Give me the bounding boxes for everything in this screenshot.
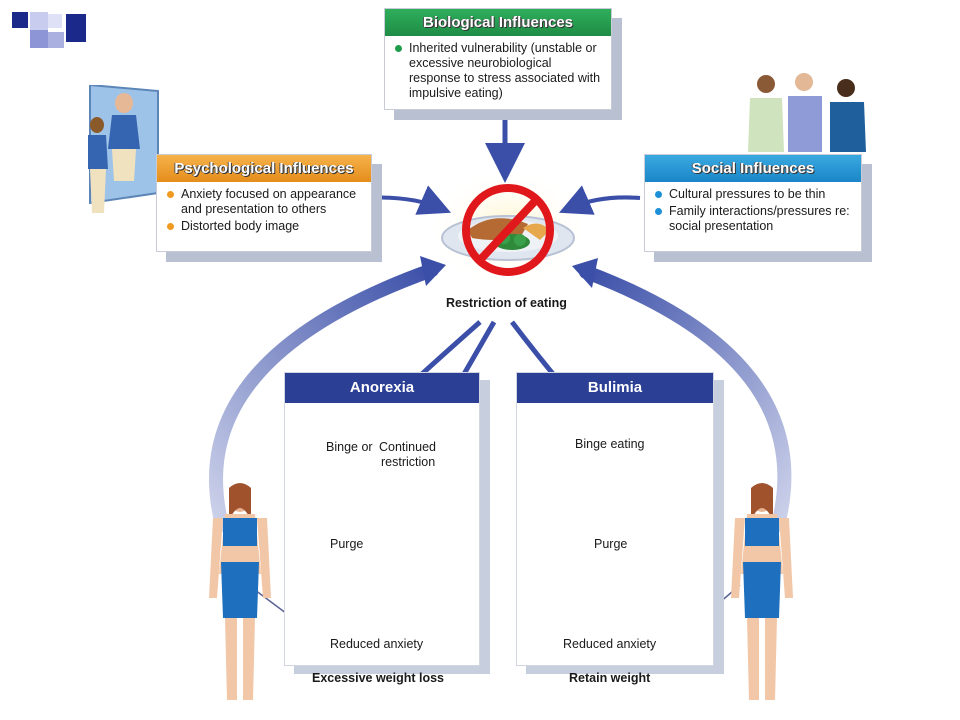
bullet-icon [167,191,174,198]
center-label: Restriction of eating [446,296,567,310]
list-item: Distorted body image [165,219,365,234]
biological-influences-title: Biological Influences [385,9,611,36]
food-plate-icon [441,215,575,261]
anorexia-restriction-label: restriction [381,455,436,469]
anorexia-continued-label: Continued [379,440,436,454]
psychological-influences-list: Anxiety focused on appearance and presen… [165,187,365,236]
bullet-icon [655,191,662,198]
psychological-influences-title: Psychological Influences [157,155,371,182]
bullet-icon [167,223,174,230]
anorexia-panel: Anorexia [284,372,480,666]
bullet-icon [395,45,402,52]
biological-influences-list: Inherited vulnerability (unstable or exc… [393,41,605,103]
woman-figure-illustration [209,483,271,700]
anorexia-outcome-label: Excessive weight loss [312,671,445,685]
list-item: Cultural pressures to be thin [653,187,855,202]
anorexia-reduced-anxiety-label: Reduced anxiety [330,637,424,651]
mirror-woman-illustration [88,85,159,213]
anorexia-purge-label: Purge [330,537,364,551]
social-influences-title: Social Influences [645,155,861,182]
bulimia-purge-label: Purge [594,537,628,551]
three-people-illustration [748,73,866,152]
anorexia-title: Anorexia [285,373,479,403]
bulimia-binge-eating-label: Binge eating [575,437,645,451]
corner-decoration [10,8,90,58]
bullet-icon [655,208,662,215]
prohibition-sign-icon [441,184,575,276]
bulimia-panel: Bulimia [516,372,714,666]
list-item: Inherited vulnerability (unstable or exc… [393,41,605,101]
woman-figure-illustration [731,483,793,700]
social-influences-box: Social Influences Cultural pressures to … [644,154,862,252]
bulimia-title: Bulimia [517,373,713,403]
anorexia-binge-or-label: Binge or [326,440,373,454]
bulimia-reduced-anxiety-label: Reduced anxiety [563,637,657,651]
bulimia-outcome-label: Retain weight [569,671,651,685]
psychological-influences-box: Psychological Influences Anxiety focused… [156,154,372,252]
social-influences-list: Cultural pressures to be thin Family int… [653,187,855,236]
list-item: Anxiety focused on appearance and presen… [165,187,365,217]
biological-influences-box: Biological Influences Inherited vulnerab… [384,8,612,110]
list-item: Family interactions/pressures re: social… [653,204,855,234]
